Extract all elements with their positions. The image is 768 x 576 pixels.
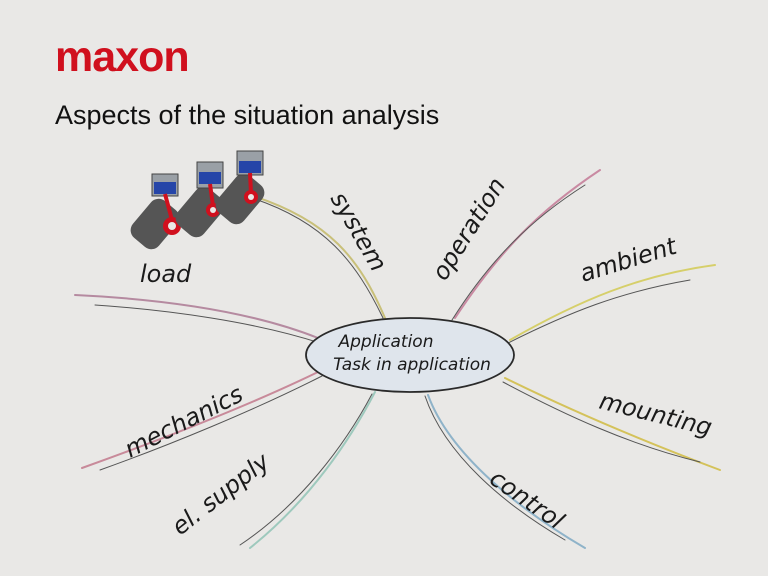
label-mechanics: mechanics <box>120 380 248 463</box>
branch-line-load <box>74 294 319 339</box>
label-operation: operation <box>426 173 511 286</box>
branch-line-mechanics <box>81 371 319 469</box>
piston-unit <box>215 150 265 225</box>
label-system: system <box>325 187 393 276</box>
branch-line-system-dark <box>251 197 384 319</box>
slide-title: Aspects of the situation analysis <box>55 100 440 130</box>
label-ambient: ambient <box>577 231 682 287</box>
piston-unit <box>175 161 225 238</box>
piston-unit <box>130 173 181 250</box>
maxon-logo: maxon <box>55 33 190 81</box>
branch-line-mounting-dark <box>502 381 701 463</box>
branch-line-mounting <box>504 377 721 471</box>
label-load: load <box>140 260 192 288</box>
branch-line-supply-dark <box>239 393 373 546</box>
piston-engine-icon <box>130 150 265 250</box>
branch-line-operation-dark <box>451 184 586 321</box>
label-supply: el. supply <box>166 447 275 541</box>
label-mounting: mounting <box>597 387 715 442</box>
branch-line-control-dark <box>424 395 566 541</box>
branch-line-ambient <box>509 264 716 341</box>
label-control: control <box>485 464 570 535</box>
branch-line-load-dark <box>94 304 321 344</box>
branch-line-system <box>249 194 386 319</box>
branch-line-supply <box>249 391 376 549</box>
center-label-line1: Application <box>338 332 434 352</box>
branch-line-mechanics-dark <box>99 375 323 471</box>
center-label-line2: Task in application <box>333 355 491 375</box>
center-node <box>305 317 515 393</box>
branch-line-control <box>427 394 586 549</box>
branch-line-ambient-dark <box>507 279 691 344</box>
